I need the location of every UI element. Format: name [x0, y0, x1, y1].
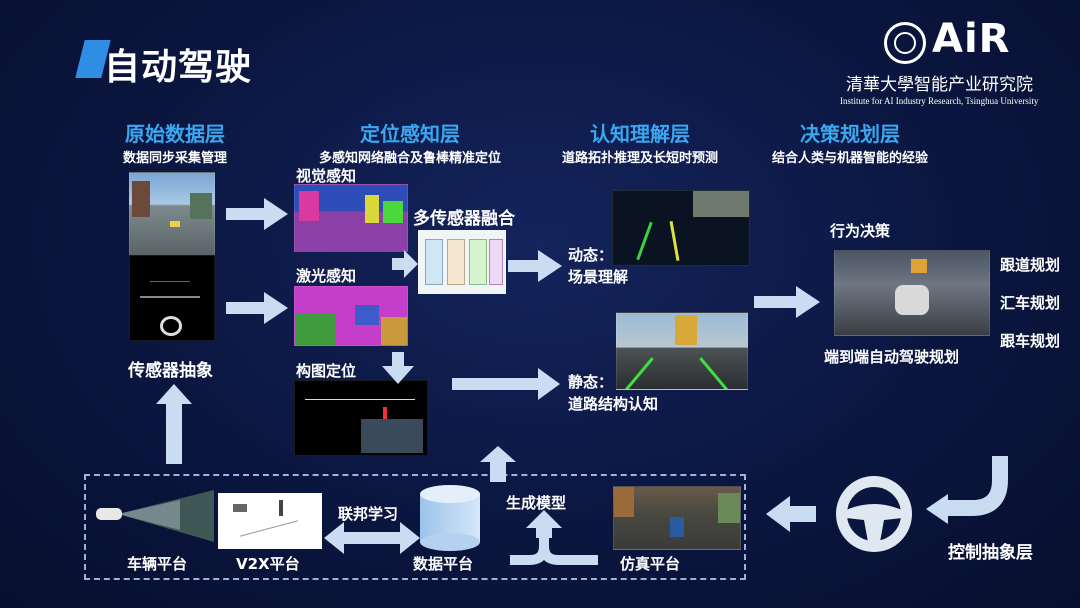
curved-arrow-head [926, 494, 948, 524]
camera-raw-image [129, 172, 215, 256]
arrow-up [526, 510, 562, 538]
segmentation-image [294, 184, 408, 252]
arrow-right [754, 286, 820, 318]
layer-cognition: 认知理解层 道路拓扑推理及长短时预测 [530, 118, 750, 166]
database-icon [420, 485, 480, 551]
dynamic-label: 动态： [568, 246, 614, 264]
simulation-image [613, 486, 741, 550]
layer-title: 决策规划层 [800, 122, 900, 146]
static-label: 静态： [568, 373, 614, 391]
layer-subtitle: 数据同步采集管理 [122, 151, 227, 166]
arrow-up [156, 384, 192, 464]
map-localization-image [294, 380, 428, 456]
vehicle-icon [96, 490, 214, 542]
arrow-up [480, 446, 516, 482]
lane-following-plan: 跟道规划 [1000, 256, 1061, 274]
curved-arrow [946, 456, 1008, 516]
institute-name-cn: 清華大學智能产业研究院 [846, 75, 1033, 95]
layer-title: 认知理解层 [590, 122, 690, 146]
lidar-raw-image [129, 255, 215, 341]
arrow-right [452, 368, 560, 400]
platform-group [84, 474, 746, 580]
federated-arrow [324, 522, 420, 554]
page-title: 自动驾驶 [104, 47, 253, 88]
lidar-segmentation-image [294, 286, 408, 346]
tsinghua-seal-logo [884, 22, 926, 64]
control-abstraction-label: 控制抽象层 [948, 543, 1033, 563]
car-following-plan: 跟车规划 [1000, 332, 1061, 350]
federated-learning-label: 联邦学习 [338, 505, 399, 523]
arrow-right [226, 198, 288, 230]
sensor-abstraction-label: 传感器抽象 [128, 361, 213, 381]
visual-perception-label: 视觉感知 [296, 167, 357, 185]
layer-title: 原始数据层 [125, 122, 225, 146]
v2x-platform-label: V2X平台 [236, 555, 300, 573]
multi-sensor-fusion-label: 多传感器融合 [413, 209, 515, 229]
layer-raw-data: 原始数据层 数据同步采集管理 [90, 118, 260, 166]
end-to-end-label: 端到端自动驾驶规划 [824, 348, 960, 366]
vehicle-platform-label: 车辆平台 [127, 555, 188, 573]
fusion-network-image [418, 230, 506, 294]
layer-subtitle: 结合人类与机器智能的经验 [771, 151, 928, 166]
scene-understanding-label: 场景理解 [568, 268, 629, 286]
road-structure-label: 道路结构认知 [568, 395, 659, 413]
arrow-down [382, 352, 414, 384]
arrow-right [226, 292, 288, 324]
lidar-perception-label: 激光感知 [296, 267, 357, 285]
merge-plan: 汇车规划 [1000, 294, 1061, 312]
generative-fork [510, 536, 598, 565]
institute-name-en: Institute for AI Industry Research, Tsin… [840, 96, 1039, 106]
v2x-network-image [218, 493, 322, 549]
layer-subtitle: 道路拓扑推理及长短时预测 [561, 151, 718, 166]
arrow-left [766, 496, 816, 532]
air-logo: AiR [932, 16, 1011, 62]
layer-subtitle: 多感知网络融合及鲁棒精准定位 [318, 151, 501, 166]
layer-perception: 定位感知层 多感知网络融合及鲁棒精准定位 [285, 118, 535, 166]
road-structure-image [616, 312, 748, 390]
steering-wheel-icon [836, 476, 912, 552]
data-platform-label: 数据平台 [413, 555, 474, 573]
dynamic-scene-image [612, 190, 750, 266]
planning-image [834, 250, 990, 336]
arrow-right [508, 250, 562, 282]
simulation-platform-label: 仿真平台 [620, 555, 681, 573]
generative-model-label: 生成模型 [506, 494, 567, 512]
arrow-right [392, 250, 418, 278]
mapping-localization-label: 构图定位 [296, 362, 357, 380]
layer-title: 定位感知层 [360, 122, 460, 146]
layer-decision: 决策规划层 结合人类与机器智能的经验 [740, 118, 960, 166]
behavior-decision-label: 行为决策 [830, 222, 891, 240]
